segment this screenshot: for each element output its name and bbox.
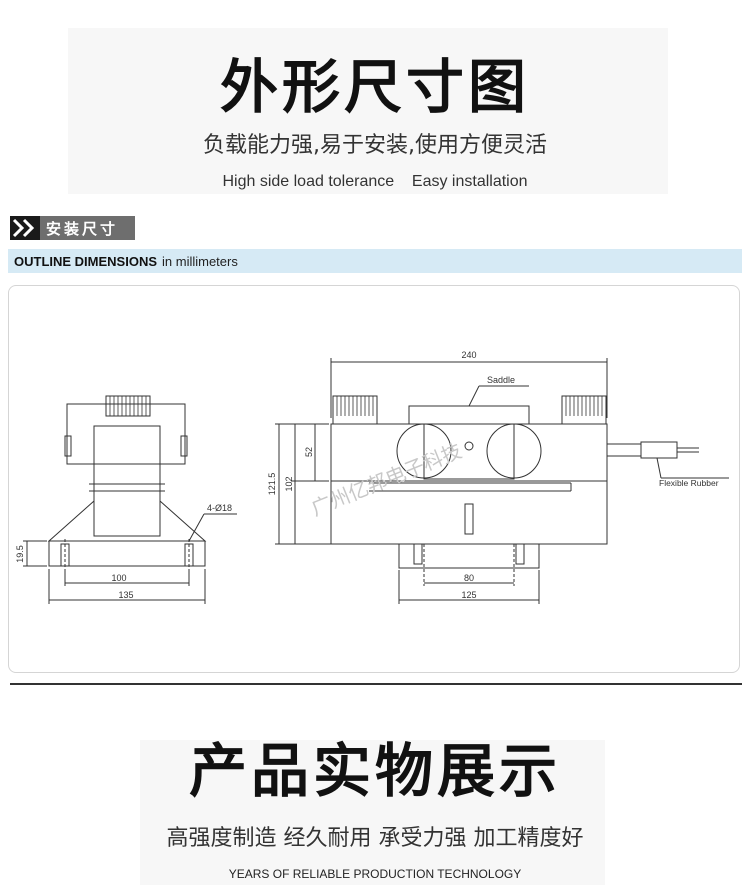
side-center-block <box>93 425 161 537</box>
double-chevron-icon <box>10 216 40 240</box>
section-divider <box>10 683 742 685</box>
front-base-plate <box>398 543 540 569</box>
section-tag: 安装尺寸 <box>10 216 135 240</box>
front-knob-left <box>332 395 378 425</box>
label-saddle: Saddle <box>487 375 515 385</box>
footer-subtitle-cn: 高强度制造 经久耐用 承受力强 加工精度好 <box>166 826 584 851</box>
dim-102: 102 <box>284 476 294 491</box>
dim-240: 240 <box>461 350 476 360</box>
page-title: 外形尺寸图 <box>219 53 530 121</box>
section-tag-label: 安装尺寸 <box>46 219 119 238</box>
outline-dimensions-bar: OUTLINE DIMENSIONS in millimeters <box>8 249 742 273</box>
dim-80: 80 <box>464 573 474 583</box>
footer-subtitle-en: YEARS OF RELIABLE PRODUCTION TECHNOLOGY <box>228 867 522 881</box>
dim-125: 125 <box>461 590 476 600</box>
dim-135: 135 <box>118 590 133 600</box>
front-knob-right <box>561 395 607 425</box>
product-display-title: 产品实物展示 <box>188 737 561 805</box>
technical-drawing: 100 135 19.5 4-Ø18 240 80 125 121.5 102 … <box>8 285 740 673</box>
dim-121-5: 121.5 <box>267 473 277 496</box>
outline-unit-note: in millimeters <box>162 253 238 269</box>
subtitle-cn: 负载能力强,易于安装,使用方便灵活 <box>203 133 547 158</box>
side-base-plate <box>48 540 206 567</box>
label-flexible-rubber: Flexible Rubber <box>659 478 719 488</box>
side-knob <box>105 395 151 417</box>
saddle <box>408 405 530 425</box>
outline-title: OUTLINE DIMENSIONS <box>14 253 158 269</box>
subtitle-en: High side load tolerance Easy installati… <box>222 173 528 190</box>
drawing-svg: 100 135 19.5 4-Ø18 240 80 125 121.5 102 … <box>15 350 729 604</box>
dim-52: 52 <box>304 447 314 457</box>
dim-holes: 4-Ø18 <box>207 503 232 513</box>
cable-gland <box>640 441 678 459</box>
dim-100: 100 <box>111 573 126 583</box>
hero-footer-panel <box>140 740 605 885</box>
hero-header-panel <box>68 28 668 194</box>
dim-19-5: 19.5 <box>15 545 25 563</box>
